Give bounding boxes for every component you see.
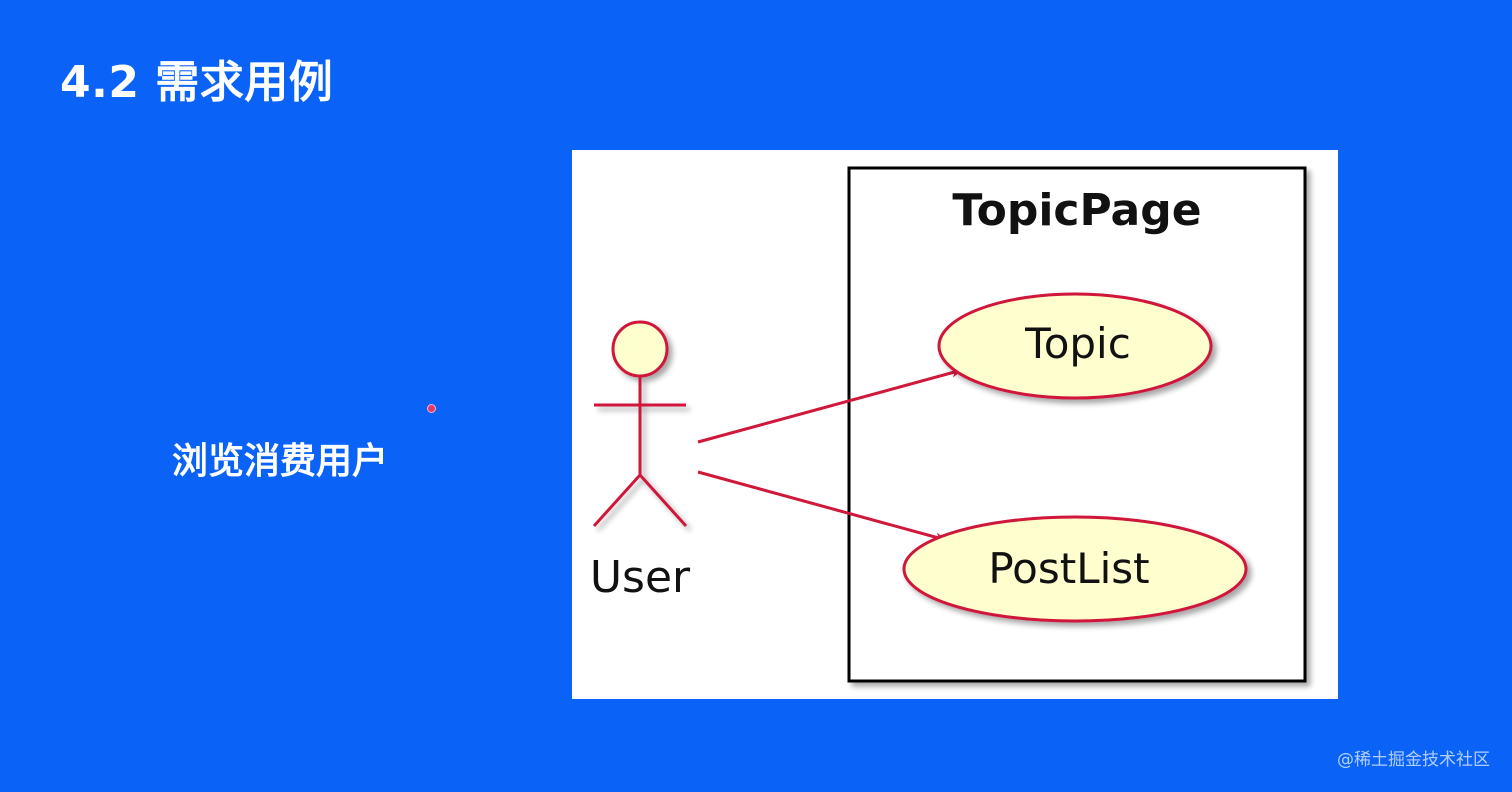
actor-right-leg <box>638 473 688 528</box>
use-case-topic-label: Topic <box>1024 319 1131 368</box>
laser-pointer-dot <box>427 404 436 413</box>
actor-head <box>611 320 669 378</box>
use-case-topic <box>937 292 1213 400</box>
system-name: TopicPage <box>952 185 1201 236</box>
use-case-postlist <box>902 515 1248 623</box>
actor-name: User <box>590 552 691 603</box>
use-case-diagram: TopicPage User Topic PostList <box>572 150 1338 699</box>
use-case-topic-ellipse <box>937 292 1213 400</box>
actor-description-label: 浏览消费用户 <box>172 441 389 482</box>
actor-figure <box>592 320 688 528</box>
watermark: @稀土掘金技术社区 <box>1337 750 1490 770</box>
slide-title: 4.2 需求用例 <box>60 57 334 108</box>
association-user-topic <box>697 368 964 444</box>
use-case-postlist-label: PostList <box>988 544 1149 593</box>
use-case-postlist-ellipse <box>902 515 1248 623</box>
use-case-diagram-svg: TopicPage User Topic PostList <box>590 166 1307 683</box>
actor-left-leg <box>592 473 642 528</box>
association-user-postlist <box>697 470 948 542</box>
